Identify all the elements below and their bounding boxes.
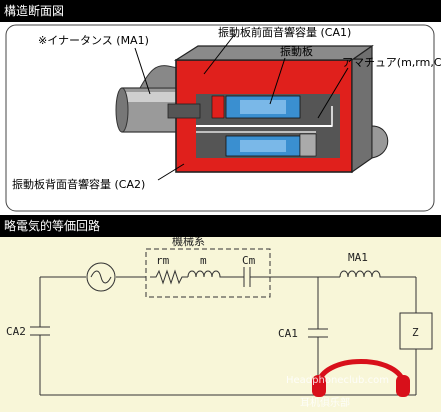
label-ca2: CA2 (6, 325, 26, 338)
label-ma1: MA1 (348, 251, 368, 264)
label-diaphragm: 振動板 (280, 44, 313, 58)
label-m: m (200, 254, 207, 267)
label-ca1: CA1 (278, 327, 298, 340)
circuit-wires (39, 276, 417, 396)
cross-section-area: ※イナータンス (MA1) 振動板前面音響容量 (CA1) 振動板 アマチュア(… (0, 22, 441, 215)
nozzle-tube (115, 65, 181, 133)
label-front-volume: 振動板前面音響容量 (CA1) (218, 25, 351, 39)
watermark-site: Headphoneclub.com (286, 375, 389, 386)
label-rm: rm (156, 254, 170, 267)
label-z: Z (412, 326, 419, 339)
receiver-cross-section-diagram: ※イナータンス (MA1) 振動板前面音響容量 (CA1) 振動板 アマチュア(… (5, 24, 441, 212)
circuit-header: 略電気的等価回路 (0, 215, 441, 237)
mechanical-system-box (145, 248, 271, 298)
equivalent-circuit-diagram: 機械系 rm m Cm MA1 CA1 CA2 Z (6, 234, 433, 409)
capacitor-ca2 (30, 326, 50, 336)
circuit-title: 略電気的等価回路 (4, 219, 101, 233)
load-impedance-z (399, 312, 433, 350)
resistor-rm (150, 269, 188, 285)
label-back-volume: 振動板背面音響容量 (CA2) (12, 177, 145, 191)
circuit-area: 機械系 rm m Cm MA1 CA1 CA2 Z (0, 234, 441, 412)
leader-lines (134, 33, 349, 181)
inductor-ma1 (339, 270, 394, 278)
label-cm: Cm (242, 254, 256, 267)
headphone-logo-icon (312, 359, 410, 397)
inductor-m (187, 270, 236, 278)
diagram-frame (5, 24, 435, 212)
label-inertance: ※イナータンス (MA1) (38, 34, 149, 47)
capacitor-cm (236, 267, 270, 287)
housing (167, 44, 389, 174)
cross-section-header: 構造断面図 (0, 0, 441, 22)
capacitor-ca1 (308, 328, 328, 338)
cross-section-title: 構造断面図 (4, 4, 65, 18)
label-armature: アマチュア(m,rm,Cm) (342, 56, 441, 69)
label-mechanical: 機械系 (172, 237, 205, 248)
ac-source-symbol (86, 262, 116, 292)
watermark-cn: 耳机俱乐部 (300, 396, 350, 409)
